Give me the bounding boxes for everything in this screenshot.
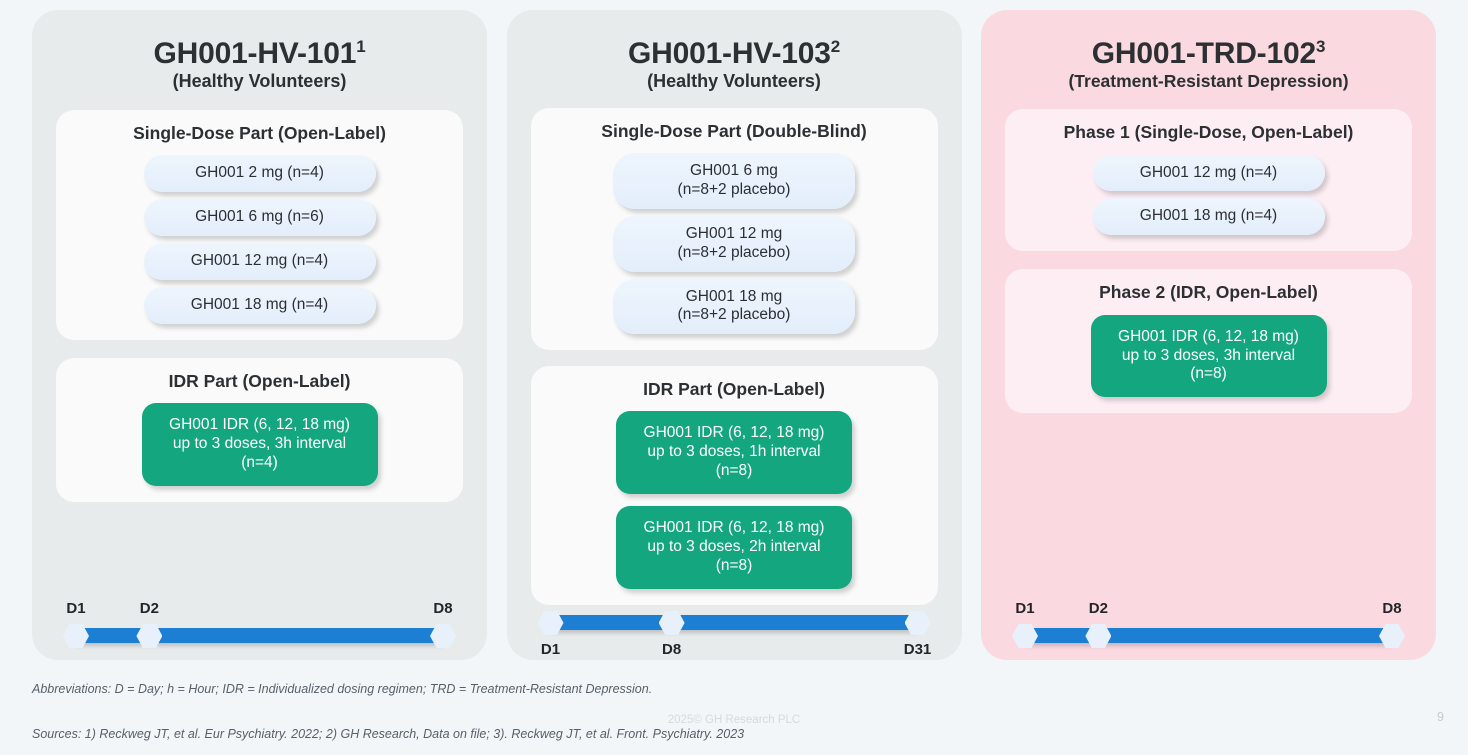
title-spacer	[525, 92, 944, 108]
timeline-label: D1	[1015, 600, 1035, 617]
panel-title-single-dose-part: Single-Dose Part (Open-Label)	[133, 122, 386, 143]
dose-pill-line: GH001 IDR (6, 12, 18 mg)	[169, 415, 350, 433]
study-title-main: GH001-HV-1032	[628, 37, 840, 70]
study-columns: GH001-HV-1011(Healthy Volunteers)Single-…	[0, 10, 1468, 660]
study-title-gh001-trd-102: GH001-TRD-1023(Treatment-Resistant Depre…	[999, 26, 1418, 91]
dose-pill-line: up to 3 doses, 3h interval	[172, 434, 347, 452]
study-title-subtitle: (Treatment-Resistant Depression)	[1068, 71, 1349, 92]
study-title-subtitle: (Healthy Volunteers)	[172, 71, 347, 92]
timeline-label: D2	[1088, 600, 1108, 617]
dose-pill[interactable]: GH001 18 mg(n=8+2 placebo)	[613, 278, 855, 335]
dose-pill-line: up to 3 doses, 3h interval	[1121, 346, 1296, 364]
dose-pill-line: (n=8)	[715, 462, 753, 480]
timeline-bar	[1025, 628, 1392, 643]
panel-single-dose-part: Single-Dose Part (Double-Blind) GH001 6 m…	[530, 107, 938, 351]
panel-spacer	[525, 350, 944, 366]
title-spacer	[50, 92, 469, 110]
study-column-gh001-trd-102: GH001-TRD-1023(Treatment-Resistant Depre…	[981, 10, 1436, 660]
dose-pill-line: (n=8)	[1190, 365, 1227, 383]
panel-title-single-dose-part: Single-Dose Part (Double-Blind)	[601, 120, 867, 141]
dose-pill-line: up to 3 doses, 1h interval	[647, 443, 821, 461]
dose-pill-line: (n=8)	[715, 557, 753, 575]
dose-pill[interactable]: GH001 IDR (6, 12, 18 mg)up to 3 doses, 3…	[141, 402, 378, 486]
dose-pill[interactable]: GH001 IDR (6, 12, 18 mg)up to 3 doses, 1…	[616, 411, 852, 495]
dose-pill[interactable]: GH001 IDR (6, 12, 18 mg)up to 3 doses, 3…	[1090, 314, 1327, 398]
dose-pill-line: (n=8+2 placebo)	[677, 306, 791, 324]
study-title-main: GH001-HV-1011	[153, 37, 366, 70]
timeline-bar	[550, 614, 918, 630]
page-number: 9	[1437, 710, 1444, 724]
title-spacer	[999, 91, 1418, 109]
timeline-gh001-hv-101: D1 D2 D8	[63, 598, 456, 660]
panel-title-idr-part: IDR Part (Open-Label)	[168, 370, 351, 391]
panel-phase-2: Phase 2 (IDR, Open-Label) GH001 IDR (6, 1…	[1005, 269, 1412, 414]
panel-spacer	[999, 251, 1418, 269]
panel-idr-part: IDR Part (Open-Label) GH001 IDR (6, 12, 1…	[530, 366, 938, 605]
dose-pill[interactable]: GH001 IDR (6, 12, 18 mg)up to 3 doses, 2…	[616, 506, 852, 589]
dose-pill-line: GH001 6 mg (n=6)	[195, 207, 324, 225]
sources-footnote: Sources: 1) Reckweg JT, et al. Eur Psych…	[32, 727, 745, 741]
panel-title-phase-1: Phase 1 (Single-Dose, Open-Label)	[1063, 122, 1354, 143]
dose-pill[interactable]: GH001 18 mg (n=4)	[143, 286, 376, 324]
dose-pill-line: GH001 12 mg (n=4)	[1139, 163, 1278, 181]
dose-pill[interactable]: GH001 12 mg (n=4)	[1092, 154, 1325, 192]
dose-pill-line: (n=4)	[241, 453, 278, 471]
panel-title-phase-2: Phase 2 (IDR, Open-Label)	[1099, 282, 1318, 303]
study-title-gh001-hv-103: GH001-HV-1032(Healthy Volunteers)	[525, 26, 944, 92]
timeline-gh001-trd-102: D1 D2 D8	[1012, 598, 1405, 660]
timeline-bar	[76, 628, 443, 643]
dose-pill[interactable]: GH001 18 mg (n=4)	[1092, 198, 1325, 236]
dose-pill[interactable]: GH001 12 mg(n=8+2 placebo)	[613, 215, 855, 272]
dose-pill-line: GH001 IDR (6, 12, 18 mg)	[1118, 327, 1299, 345]
study-column-gh001-hv-103: GH001-HV-1032(Healthy Volunteers) Single-…	[506, 10, 962, 660]
timeline-label: D8	[1382, 600, 1402, 617]
dose-pill[interactable]: GH001 6 mg(n=8+2 placebo)	[613, 152, 855, 209]
timeline-node[interactable]	[63, 624, 89, 648]
flex-spacer	[50, 502, 469, 598]
timeline-label: D1	[66, 600, 86, 617]
timeline-label: D1	[540, 640, 561, 658]
dose-pill-line: GH001 6 mg	[690, 161, 778, 179]
timeline-label: D8	[433, 600, 453, 617]
flex-spacer	[999, 413, 1418, 598]
dose-pill[interactable]: GH001 6 mg (n=6)	[143, 198, 376, 236]
timeline-label: D8	[662, 640, 682, 658]
copyright-notice: 2025© GH Research PLC	[667, 714, 801, 726]
panel-phase-1: Phase 1 (Single-Dose, Open-Label) GH001 1…	[1005, 109, 1412, 252]
dose-pill-line: (n=8+2 placebo)	[677, 180, 791, 198]
abbreviations-footnote: Abbreviations: D = Day; h = Hour; IDR = …	[32, 682, 653, 696]
timeline-label: D31	[903, 640, 932, 658]
dose-pill-line: GH001 18 mg (n=4)	[190, 295, 329, 313]
timeline-node[interactable]	[1085, 624, 1112, 648]
dose-pill-line: up to 3 doses, 2h interval	[647, 538, 821, 556]
panel-single-dose-part: Single-Dose Part (Open-Label) GH001 2 mg …	[56, 109, 463, 340]
dose-pill-line: GH001 12 mg (n=4)	[190, 251, 329, 269]
study-column-gh001-hv-101: GH001-HV-1011(Healthy Volunteers) Single-…	[32, 10, 487, 660]
panel-idr-part: IDR Part (Open-Label) GH001 IDR (6, 12, 1…	[56, 357, 463, 502]
dose-pill-line: GH001 18 mg (n=4)	[1139, 207, 1278, 225]
dose-pill-line: GH001 2 mg (n=4)	[195, 164, 324, 182]
timeline-gh001-hv-103: D1 D8 D31	[537, 605, 932, 660]
dose-pill[interactable]: GH001 2 mg (n=4)	[143, 155, 376, 192]
timeline-node[interactable]	[1379, 624, 1405, 648]
dose-pill-line: GH001 12 mg	[685, 224, 783, 242]
study-title-main: GH001-TRD-1023	[1091, 37, 1326, 70]
study-title-gh001-hv-101: GH001-HV-1011(Healthy Volunteers)	[50, 26, 469, 92]
panel-spacer	[50, 340, 469, 358]
dose-pill-line: (n=8+2 placebo)	[677, 243, 791, 261]
study-title-subtitle: (Healthy Volunteers)	[647, 71, 821, 92]
dose-pill-line: GH001 IDR (6, 12, 18 mg)	[643, 424, 825, 442]
study-title-superscript: 2	[830, 37, 840, 56]
panel-title-idr-part: IDR Part (Open-Label)	[643, 379, 825, 400]
timeline-label: D2	[139, 600, 159, 617]
timeline-node[interactable]	[430, 624, 456, 648]
dose-pill[interactable]: GH001 12 mg (n=4)	[143, 242, 376, 280]
dose-pill-line: GH001 18 mg	[685, 287, 783, 305]
dose-pill-line: GH001 IDR (6, 12, 18 mg)	[643, 519, 825, 537]
study-title-superscript: 1	[356, 37, 366, 56]
study-title-superscript: 3	[1315, 37, 1326, 56]
